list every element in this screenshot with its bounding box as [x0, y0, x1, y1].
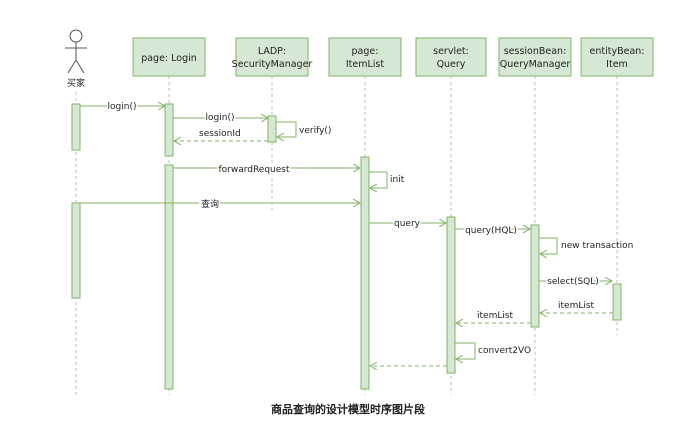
message-init-arrow [369, 171, 388, 188]
message-convert2vo-arrow [455, 342, 476, 359]
participant-query-label-1: servlet: [433, 46, 469, 57]
message-itemlist-2-label: itemList [477, 311, 514, 321]
message-login-1-label: login() [108, 102, 137, 112]
actor-figure-icon [65, 29, 87, 74]
activation-login-2 [164, 164, 174, 390]
actor-label: 买家 [67, 77, 85, 89]
participant-item-label-2: Item [606, 59, 628, 70]
activation-security [267, 115, 277, 143]
message-convert2vo-label: convert2VO [478, 346, 531, 356]
participant-itemlist-label-1: page: [352, 46, 379, 57]
diagram-caption: 商品查询的设计模型时序图片段 [271, 402, 425, 416]
participant-itemlist-box [328, 37, 402, 77]
message-queryhql-label: query(HQL) [465, 226, 517, 236]
activation-item [612, 283, 622, 321]
activation-actor-2 [71, 202, 81, 299]
participant-query-label-2: Query [437, 59, 466, 70]
activation-login-1 [164, 103, 174, 157]
message-verify-arrow [276, 121, 297, 137]
message-init-label: init [390, 175, 405, 185]
activation-itemlist [360, 156, 370, 390]
participant-security-label-1: LADP: [258, 46, 286, 57]
message-newtransaction-label: new transaction [561, 241, 633, 251]
participant-item-box [580, 37, 654, 77]
message-newtransaction-arrow [539, 237, 558, 254]
participant-querymanager-label-2: QueryManager [500, 59, 571, 70]
participant-querymanager-label-1: sessionBean: [504, 46, 567, 57]
message-sessionid-label: sessionId [199, 129, 241, 139]
activation-querymanager [530, 224, 540, 328]
participant-query-box [415, 37, 487, 77]
message-itemlist-1-label: itemList [558, 301, 595, 311]
activation-query [446, 216, 456, 374]
participant-security-box [235, 37, 309, 77]
message-query-label: query [394, 219, 421, 229]
message-selectsql-label: select(SQL) [547, 277, 599, 287]
participant-item-label-1: entityBean: [590, 46, 645, 57]
participant-security-label-2: SecurityManager [232, 59, 313, 70]
participant-querymanager-box [498, 37, 572, 77]
participant-login-label: page: Login [141, 53, 197, 64]
message-search-label: 查询 [201, 198, 219, 210]
participant-itemlist-label-2: ItemList [346, 59, 385, 70]
message-login-2-label: login() [206, 113, 235, 123]
message-verify-label: verify() [299, 126, 331, 136]
participant-login-box [132, 37, 206, 77]
activation-actor-1 [71, 103, 81, 151]
message-forwardrequest-label: forwardRequest [218, 165, 290, 175]
